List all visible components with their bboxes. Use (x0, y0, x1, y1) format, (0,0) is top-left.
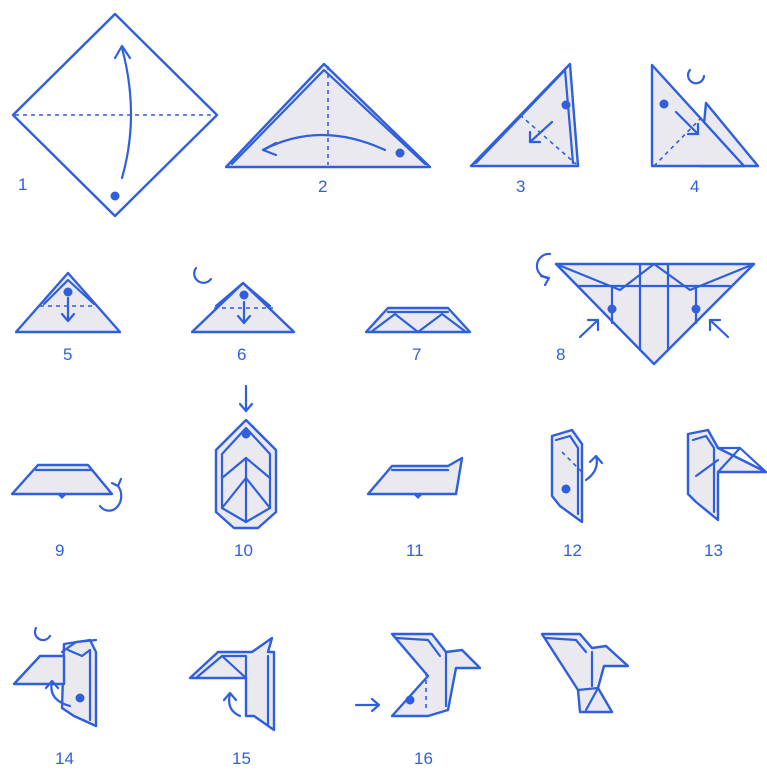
step-number: 6 (237, 345, 246, 364)
step-16: 16 (356, 634, 480, 768)
reference-dot (413, 494, 423, 499)
step-14: 14 (14, 628, 96, 768)
turn-over-icon (35, 628, 50, 640)
reference-dot (240, 291, 249, 300)
bird-body (542, 634, 628, 712)
reference-dot (57, 494, 67, 499)
step-number: 15 (232, 749, 251, 768)
reference-dot (111, 192, 120, 201)
step-12: 12 (552, 430, 602, 560)
front-flap (652, 65, 744, 166)
step-number: 9 (55, 541, 64, 560)
reference-dot (692, 305, 701, 314)
step-number: 16 (414, 749, 433, 768)
step-number: 10 (234, 541, 253, 560)
reference-dot (242, 430, 251, 439)
step-1: 1 (13, 14, 217, 216)
finished-bird (542, 634, 628, 712)
reference-dot (562, 485, 571, 494)
arrow-head-icon (541, 276, 549, 285)
folded-paper (190, 638, 274, 730)
step-11: 11 (368, 458, 462, 560)
step-number: 11 (406, 541, 424, 560)
step-4: 4 (652, 65, 758, 196)
inverted-triangle-paper (556, 264, 754, 364)
step-number: 14 (55, 749, 74, 768)
reference-dot (562, 101, 571, 110)
step-5: 5 (16, 273, 120, 364)
step-number: 1 (18, 175, 27, 194)
turn-over-icon (537, 254, 550, 278)
folded-paper (688, 430, 766, 520)
step-3: 3 (471, 64, 578, 196)
step-10: 10 (216, 386, 276, 560)
reference-dot (406, 696, 415, 705)
reference-dot (76, 694, 85, 703)
reference-dot (660, 100, 669, 109)
step-2: 2 (226, 64, 430, 196)
turn-over-icon (194, 268, 211, 283)
bird-paper (392, 634, 480, 716)
step-number: 4 (690, 177, 699, 196)
push-arrow-icon (580, 320, 598, 337)
step-number: 12 (563, 541, 582, 560)
step-number: 3 (516, 177, 525, 196)
step-number: 7 (412, 345, 421, 364)
trapezoid-paper (368, 458, 462, 494)
step-8: 8 (537, 254, 754, 364)
reference-dot (608, 305, 617, 314)
step-number: 13 (704, 541, 723, 560)
step-15: 15 (190, 638, 274, 768)
step-number: 5 (63, 345, 72, 364)
push-arrow-icon (710, 320, 728, 337)
arrow-head-icon (112, 479, 121, 486)
wing-paper (14, 656, 64, 684)
reference-dot (396, 149, 405, 158)
step-9: 9 (12, 465, 121, 560)
turn-over-icon (688, 70, 704, 83)
step-number: 2 (318, 177, 327, 196)
step-6: 6 (192, 268, 294, 364)
step-number: 8 (556, 345, 565, 364)
step-13: 13 (688, 430, 766, 560)
step-7: 7 (366, 308, 470, 364)
reference-dot (64, 288, 73, 297)
